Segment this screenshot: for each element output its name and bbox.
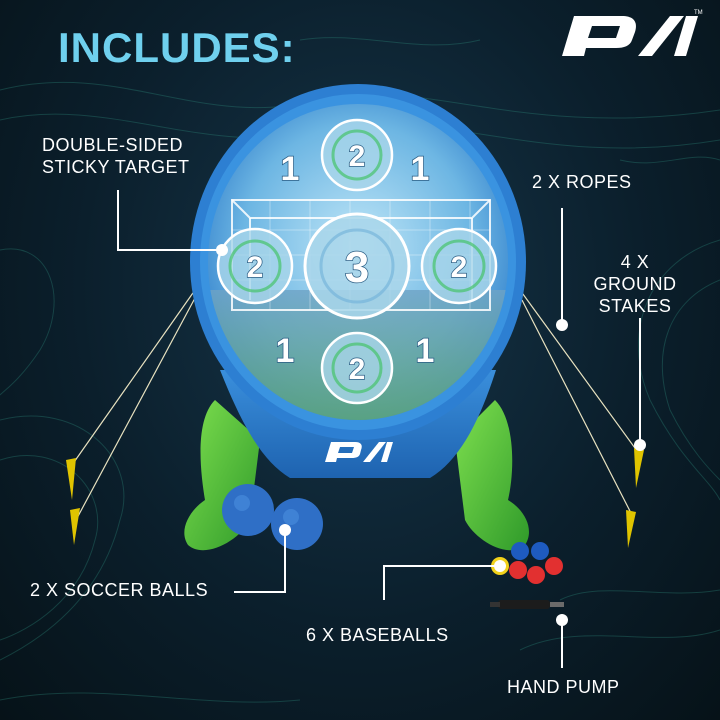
score-right: 2	[451, 251, 468, 284]
hand-pump	[490, 600, 564, 609]
brand-logo	[562, 16, 698, 56]
score-top-left: 1	[281, 150, 300, 188]
ground-stakes	[66, 448, 644, 548]
score-center: 3	[345, 243, 369, 292]
base-logo	[325, 442, 393, 462]
right-leg	[455, 400, 529, 551]
label-ground-stakes-line2: GROUND	[593, 274, 677, 294]
label-sticky-target-line1: DOUBLE-SIDED	[42, 135, 184, 155]
score-zones	[216, 118, 498, 405]
score-left: 2	[247, 251, 264, 284]
score-bottom-left: 1	[276, 332, 295, 370]
label-ground-stakes-line1: 4 X	[620, 252, 650, 272]
trademark-mark: TM	[694, 10, 703, 16]
label-ground-stakes: 4 X GROUND STAKES	[585, 251, 685, 317]
label-ground-stakes-line3: STAKES	[598, 296, 672, 316]
label-sticky-target-line2: STICKY TARGET	[42, 157, 190, 177]
label-sticky-target: DOUBLE-SIDED STICKY TARGET	[42, 134, 190, 178]
label-hand-pump: HAND PUMP	[507, 677, 620, 697]
score-top-right: 1	[411, 150, 430, 188]
leader-dots	[216, 244, 646, 626]
baseballs	[491, 542, 563, 584]
ropes	[71, 289, 641, 521]
label-soccer-balls: 2 X SOCCER BALLS	[30, 580, 209, 600]
label-ropes: 2 X ROPES	[532, 172, 632, 192]
label-baseballs: 6 X BASEBALLS	[306, 625, 449, 645]
score-bottom-right: 1	[416, 332, 435, 370]
soccer-balls	[222, 484, 323, 550]
page-title: INCLUDES:	[58, 24, 296, 71]
score-top: 2	[349, 140, 366, 173]
score-bottom: 2	[349, 353, 366, 386]
leader-lines	[117, 190, 641, 668]
